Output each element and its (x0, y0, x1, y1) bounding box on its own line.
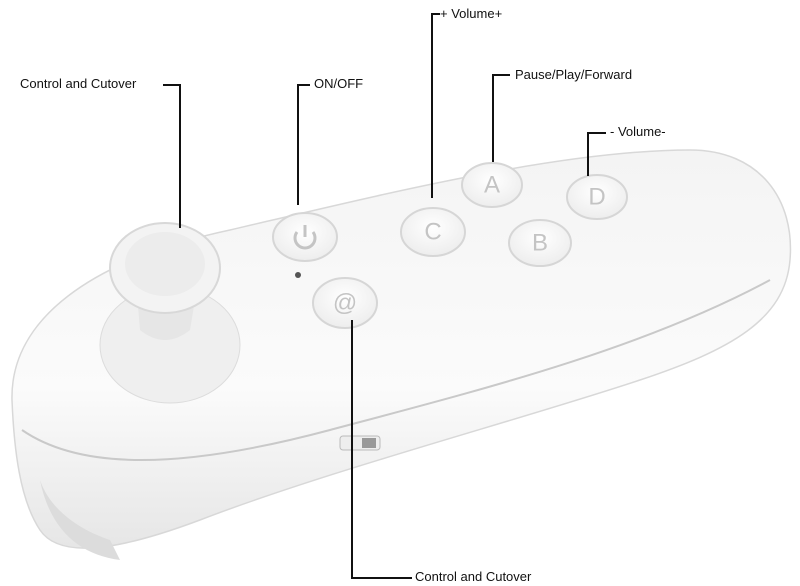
label-volume-down: - Volume- (610, 124, 666, 139)
power-icon (293, 225, 317, 250)
label-pause-play: Pause/Play/Forward (515, 67, 633, 82)
leader-lines (163, 13, 606, 579)
button-c[interactable]: C (400, 207, 466, 257)
button-c-label: C (424, 219, 441, 246)
label-power: ON/OFF (314, 76, 364, 91)
button-d-label: D (588, 184, 605, 211)
button-a-label: A (484, 172, 500, 199)
label-volume-up: + Volume+ (440, 6, 503, 21)
leader-at (351, 320, 412, 579)
button-b[interactable]: B (508, 219, 572, 267)
leader-power (297, 84, 310, 205)
leader-joystick (163, 84, 181, 228)
button-a[interactable]: A (461, 162, 523, 208)
leader-volume-up (431, 13, 440, 198)
label-joystick: Control and Cutover (20, 76, 137, 91)
button-d[interactable]: D (566, 174, 628, 220)
leader-volume-down (587, 132, 606, 176)
label-at-button: Control and Cutover (415, 569, 532, 584)
button-at[interactable]: @ (312, 277, 378, 329)
leader-pause-play (492, 74, 510, 162)
button-power[interactable] (272, 212, 338, 262)
body-seam (21, 279, 771, 461)
button-b-label: B (532, 230, 548, 257)
button-at-label: @ (333, 290, 357, 317)
led-indicator (295, 272, 301, 278)
grip (40, 480, 120, 560)
